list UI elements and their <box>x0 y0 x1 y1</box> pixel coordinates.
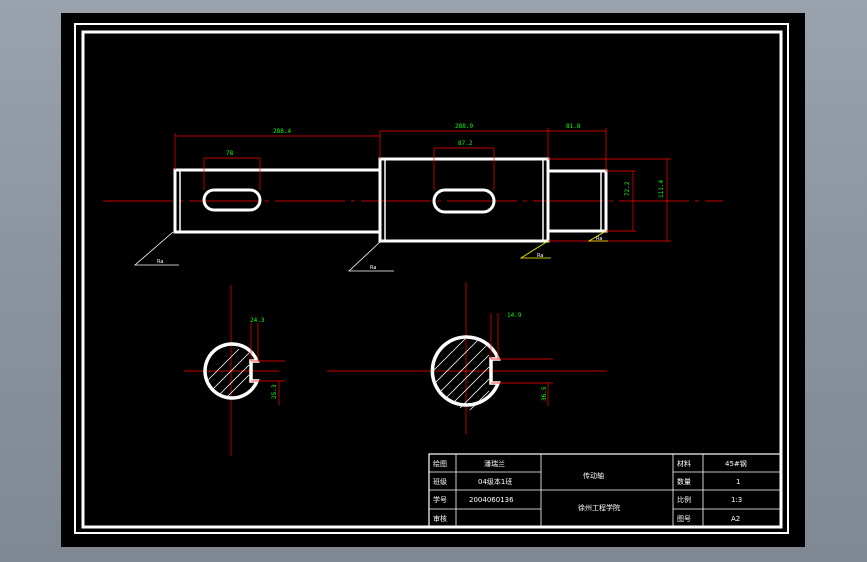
tb-id-value: 2004060136 <box>469 496 514 504</box>
keyway-middle <box>432 188 496 214</box>
tb-sheet-label: 图号 <box>677 515 691 523</box>
tb-class-value: 04级本1班 <box>478 477 512 486</box>
tb-class-label: 班级 <box>433 477 447 486</box>
cad-drawing: 288.4 288.9 81.8 78 87.2 72.2 111.4 Ra R… <box>74 23 789 534</box>
dim-section1-top: 24.3 <box>250 317 265 324</box>
dim-dia-right: 72.2 <box>624 181 631 196</box>
dim-keyway-middle: 87.2 <box>458 140 473 147</box>
dim-section2-top: 14.9 <box>507 312 522 319</box>
section-view-small <box>184 285 285 456</box>
section-view-large <box>327 282 607 434</box>
roughness-label-1: Ra <box>157 259 163 265</box>
tb-qty-label: 数量 <box>677 477 691 486</box>
drawing-viewport[interactable]: 288.4 288.9 81.8 78 87.2 72.2 111.4 Ra R… <box>61 13 805 547</box>
section1-outline <box>203 342 260 400</box>
dimension-lines <box>174 128 671 242</box>
roughness-label-4: Ra <box>596 236 602 242</box>
outer-border <box>74 23 789 534</box>
dim-length-middle: 288.9 <box>455 123 473 130</box>
shaft-segment-middle <box>378 157 550 243</box>
title-block <box>428 453 782 528</box>
roughness-label-3: Ra <box>537 253 543 259</box>
tb-review-label: 审核 <box>433 514 447 523</box>
shaft-front-view <box>103 157 723 243</box>
dim-dia-overall: 111.4 <box>658 180 665 198</box>
tb-part-name: 传动轴 <box>583 471 604 480</box>
section2-hatch <box>432 338 490 411</box>
tb-material-value: 45#钢 <box>725 459 747 468</box>
dim-section2-bottom: 36.5 <box>541 386 548 401</box>
tb-scale-label: 比例 <box>677 495 691 504</box>
dim-keyway-left: 78 <box>226 150 234 157</box>
dim-length-left: 288.4 <box>273 128 291 135</box>
inner-border <box>81 30 783 529</box>
tb-sheet-value: A2 <box>731 515 740 523</box>
section1-hatch <box>206 348 250 398</box>
shaft-segment-right <box>546 169 608 233</box>
tb-id-label: 学号 <box>433 495 447 504</box>
tb-scale-value: 1:3 <box>731 496 742 504</box>
tb-drawn-value: 潘瑞兰 <box>484 459 505 468</box>
dim-section1-bottom: 25.3 <box>271 384 278 399</box>
roughness-symbols <box>133 230 608 272</box>
keyway-left <box>202 188 262 212</box>
tb-school: 徐州工程学院 <box>578 503 620 512</box>
tb-material-label: 材料 <box>677 459 691 468</box>
tb-qty-value: 1 <box>736 478 740 486</box>
section2-outline <box>430 335 501 407</box>
roughness-label-2: Ra <box>370 265 376 271</box>
tb-drawn-label: 绘图 <box>433 459 447 468</box>
dim-length-right: 81.8 <box>566 123 581 130</box>
